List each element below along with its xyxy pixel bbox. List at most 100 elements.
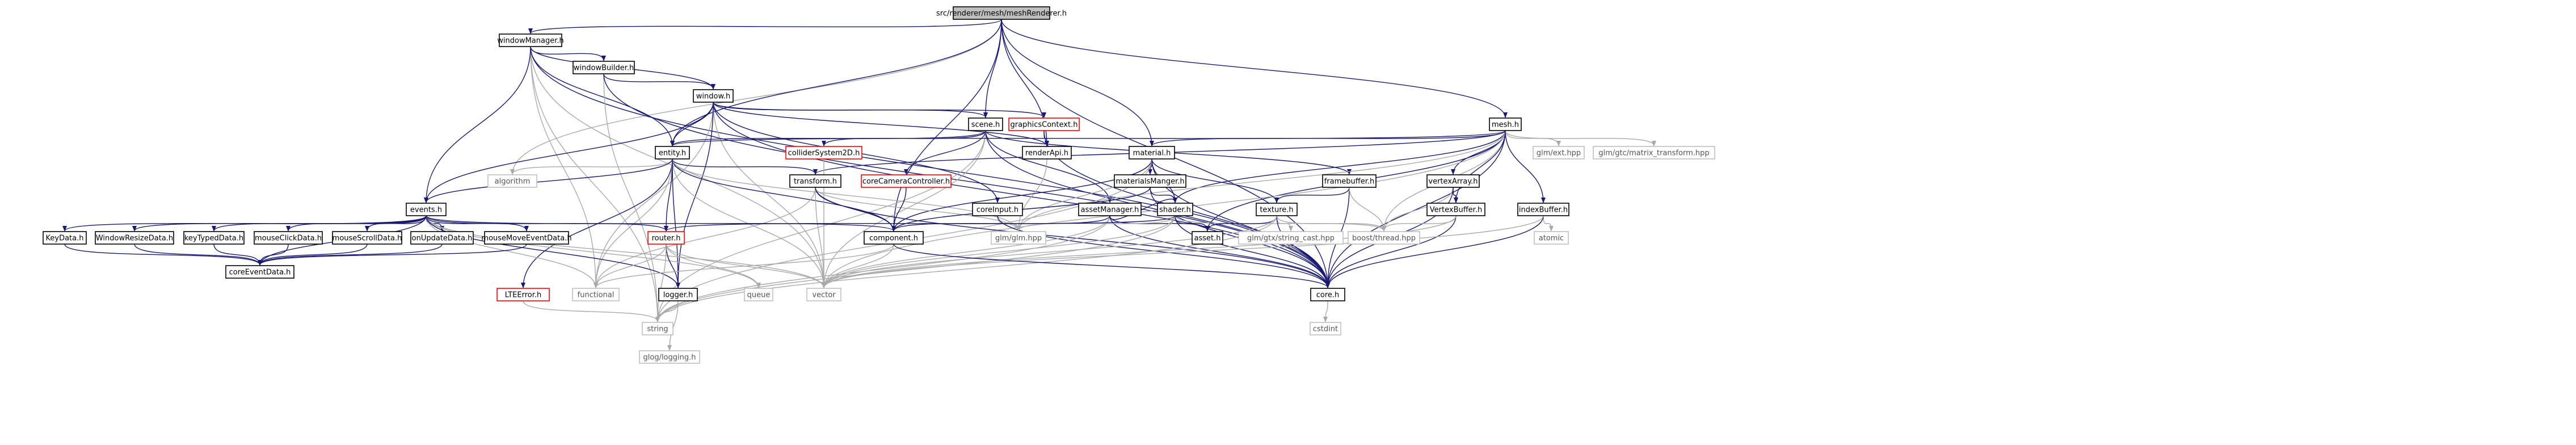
node-label: material.h [1133, 149, 1171, 158]
node-label: mouseClickData.h [255, 234, 322, 243]
node-assetManager[interactable]: assetManager.h [1078, 203, 1142, 216]
edge-component-to-functional [594, 244, 894, 288]
node-materialsManger[interactable]: materialsManger.h [1114, 174, 1186, 188]
node-box [991, 231, 1046, 245]
node-box [1426, 174, 1480, 188]
node-label: glm/gtc/matrix_transform.hpp [1598, 149, 1709, 158]
node-scene[interactable]: scene.h [968, 117, 1003, 131]
node-VertexBuffer[interactable]: VertexBuffer.h [1426, 203, 1485, 216]
node-label: vector [812, 291, 836, 300]
node-root[interactable]: src/renderer/mesh/meshRenderer.h [936, 6, 1067, 20]
edge-framebuffer-to-boostthread [1349, 187, 1386, 232]
edge-mesh-to-indexBuffer [1505, 130, 1546, 203]
node-indexBuffer[interactable]: indexBuffer.h [1517, 203, 1569, 216]
node-functional: functional [572, 288, 620, 301]
node-framebuffer[interactable]: framebuffer.h [1322, 174, 1377, 188]
edge-transform-to-functional [594, 187, 816, 288]
node-box [1310, 322, 1341, 335]
edge-windowManager-to-events [424, 46, 531, 203]
edge-window-to-functional [594, 102, 714, 288]
edge-events-to-vector [426, 215, 826, 288]
edge-texture-to-core [1276, 215, 1330, 288]
node-logger[interactable]: logger.h [658, 288, 698, 301]
edge-mouseScrollData-to-coreEventData [258, 244, 368, 266]
edge-windowBuilder-to-core [603, 73, 1330, 288]
node-material[interactable]: material.h [1129, 146, 1175, 159]
node-transform[interactable]: transform.h [789, 174, 841, 188]
node-box [1078, 203, 1142, 216]
node-label: WindowResizeData.h [96, 234, 173, 243]
edge-root-to-component [891, 19, 1002, 232]
node-vertexArray[interactable]: vertexArray.h [1426, 174, 1480, 188]
node-keyTypedData[interactable]: keyTypedData.h [183, 231, 245, 245]
edge-events-to-logger [426, 215, 680, 288]
edge-LTEError-to-string [523, 300, 660, 322]
node-label: mouseScrollData.h [332, 234, 402, 243]
edge-shader-to-string [655, 215, 1176, 322]
edge-shader-to-core [1175, 215, 1330, 288]
node-mouseScrollData[interactable]: mouseScrollData.h [332, 231, 402, 245]
node-WindowResizeData[interactable]: WindowResizeData.h [95, 231, 174, 245]
node-coreInput[interactable]: coreInput.h [972, 203, 1023, 216]
node-box [1348, 231, 1420, 245]
node-box [410, 231, 474, 245]
node-box [785, 146, 862, 159]
node-box [693, 89, 734, 103]
node-label: windowBuilder.h [574, 64, 634, 73]
node-LTEError[interactable]: LTEError.h [496, 288, 550, 301]
edge-shader-to-glm [1016, 215, 1176, 232]
node-colliderSystem2D[interactable]: colliderSystem2D.h [785, 146, 862, 159]
node-label: queue [747, 291, 771, 300]
node-asset[interactable]: asset.h [1192, 231, 1223, 245]
edge-scene-to-coreCameraController [904, 130, 986, 175]
node-box [968, 117, 1003, 131]
edge-WindowResizeData-to-coreEventData [134, 244, 262, 266]
edge-renderApi-to-glm [1016, 158, 1047, 232]
node-component[interactable]: component.h [864, 231, 924, 245]
node-box [744, 288, 773, 301]
node-box [1114, 174, 1186, 188]
node-windowBuilder[interactable]: windowBuilder.h [573, 61, 635, 74]
node-label: mouseMoveEventData.h [481, 234, 571, 243]
edge-windowManager-to-entity [530, 46, 675, 146]
edge-window-to-vector [713, 102, 826, 288]
node-router[interactable]: router.h [647, 231, 685, 245]
node-shader[interactable]: shader.h [1157, 203, 1193, 216]
edge-root-to-scene [983, 19, 1002, 118]
node-label: graphicsContext.h [1011, 121, 1078, 129]
node-label: framebuffer.h [1324, 178, 1375, 186]
node-renderApi[interactable]: renderApi.h [1022, 146, 1072, 159]
node-box [254, 231, 323, 245]
node-box [864, 231, 924, 245]
edge-onUpdateData-to-coreEventData [258, 244, 443, 266]
node-box [225, 265, 294, 279]
node-mouseMoveEventData[interactable]: mouseMoveEventData.h [481, 231, 572, 245]
node-coreEventData[interactable]: coreEventData.h [225, 265, 294, 279]
edge-indexBuffer-to-core [1325, 215, 1544, 288]
node-label: algorithm [495, 178, 531, 186]
node-mesh[interactable]: mesh.h [1489, 117, 1522, 131]
node-label: coreInput.h [976, 206, 1018, 215]
node-events[interactable]: events.h [406, 203, 447, 216]
edge-coreInput-to-core [997, 215, 1330, 288]
node-box [1157, 203, 1193, 216]
node-label: mesh.h [1492, 121, 1519, 129]
node-graphicsContext[interactable]: graphicsContext.h [1008, 117, 1080, 131]
node-box [573, 61, 635, 74]
node-texture[interactable]: texture.h [1256, 203, 1298, 216]
node-onUpdateData[interactable]: onUpdateData.h [410, 231, 474, 245]
node-coreCameraController[interactable]: coreCameraController.h [861, 174, 952, 188]
node-box [1238, 231, 1344, 245]
node-core[interactable]: core.h [1310, 288, 1345, 301]
edge-window-to-events [424, 102, 714, 203]
node-windowManager[interactable]: windowManager.h [497, 33, 564, 47]
edge-assetManager-to-vector [822, 215, 1110, 288]
node-box [43, 231, 87, 245]
node-label: router.h [652, 234, 681, 243]
node-KeyData[interactable]: KeyData.h [43, 231, 87, 245]
node-mouseClickData[interactable]: mouseClickData.h [254, 231, 323, 245]
edge-mesh-to-VertexBuffer [1454, 130, 1506, 203]
node-entity[interactable]: entity.h [655, 146, 690, 159]
node-label: boost/thread.hpp [1352, 234, 1416, 243]
node-window[interactable]: window.h [693, 89, 734, 103]
